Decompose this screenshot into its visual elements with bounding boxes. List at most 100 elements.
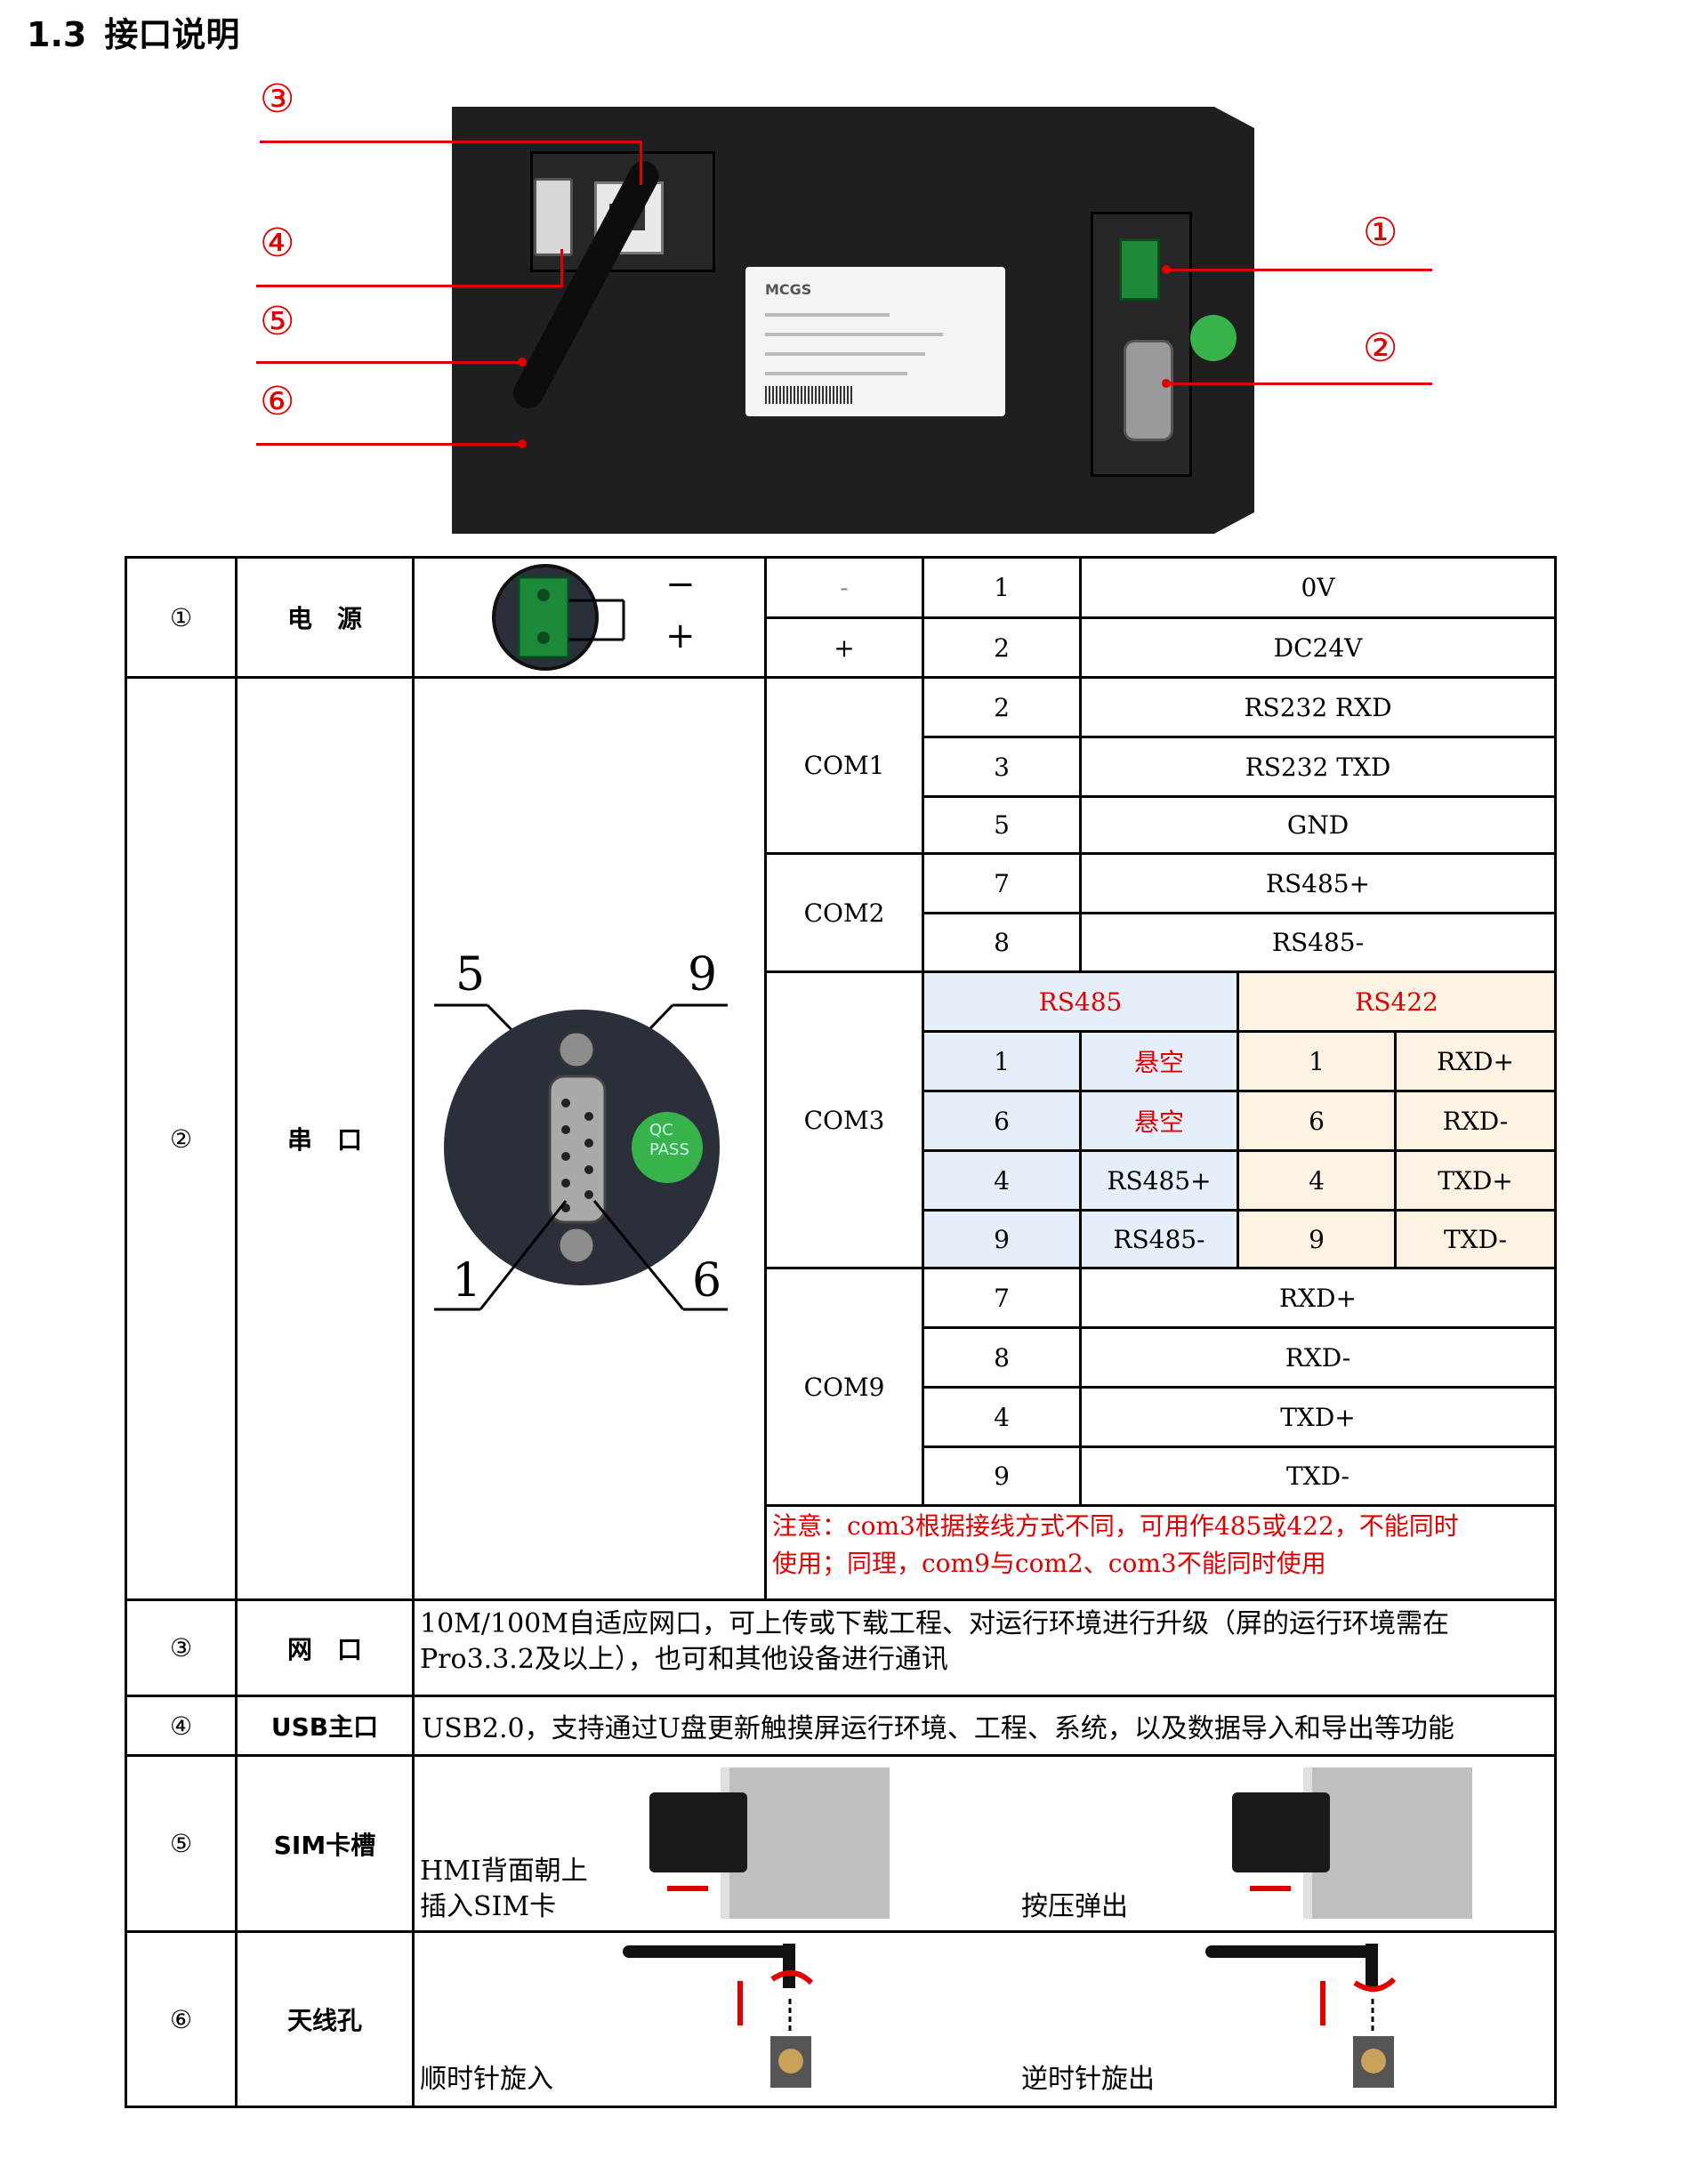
power-pin-1: 1 xyxy=(922,556,1082,619)
row-index-antenna: ⑥ xyxy=(125,1930,238,2108)
antenna-ccw-label: 逆时针旋出 xyxy=(1021,2064,1155,2095)
com1-pin: 2 xyxy=(922,676,1082,738)
row-name-power: 电 源 xyxy=(235,556,415,679)
com1-pin: 3 xyxy=(922,736,1082,798)
section-heading: 1.3 接口说明 xyxy=(27,7,239,56)
qc-pass-label: QC PASS xyxy=(649,1121,689,1159)
com3-422-pin: 6 xyxy=(1237,1090,1397,1152)
power-pin-2: 2 xyxy=(922,616,1082,679)
com9-pin: 8 xyxy=(922,1326,1082,1389)
com3-485-pin: 6 xyxy=(922,1090,1082,1152)
power-terminal-icon xyxy=(1119,238,1160,301)
callout-3: ③ xyxy=(260,76,295,122)
row-name-usb: USB主口 xyxy=(235,1695,415,1757)
db9-label-6: 6 xyxy=(692,1254,722,1308)
arrow-left-icon xyxy=(1250,1886,1291,1891)
usb-desc: USB2.0，支持通过U盘更新触摸屏运行环境、工程、系统，以及数据导入和导出等功… xyxy=(412,1695,1557,1757)
power-sign-1: - xyxy=(764,556,924,619)
db9-port-icon xyxy=(1124,340,1173,441)
power-func-2: DC24V xyxy=(1079,616,1557,679)
com9-pin: 4 xyxy=(922,1386,1082,1448)
antenna-screw-out-icon xyxy=(1205,1944,1397,2088)
antenna-desc-cell xyxy=(412,1930,1557,2108)
com2-pin: 7 xyxy=(922,852,1082,914)
com9-func: RXD+ xyxy=(1079,1267,1557,1329)
db9-label-5: 5 xyxy=(455,948,486,1002)
callout-2: ② xyxy=(1363,326,1398,371)
callout-4: ④ xyxy=(260,221,295,266)
sim-insert-line1: HMI背面朝上 xyxy=(420,1856,588,1887)
com9-func: TXD- xyxy=(1079,1445,1557,1507)
device-label: MCGS xyxy=(745,267,1005,416)
qc-pass-sticker xyxy=(1190,315,1237,361)
antenna-screw-in-icon xyxy=(623,1944,814,2088)
com3-name: COM3 xyxy=(764,970,924,1269)
interface-table: ① 电 源 − + - 1 0V + 2 DC24V ② 串 口 xyxy=(125,556,1557,2108)
com2-func: RS485+ xyxy=(1079,852,1557,914)
barcode-icon xyxy=(765,386,854,404)
row-name-antenna: 天线孔 xyxy=(235,1930,415,2108)
ethernet-desc-line1: 10M/100M自适应网口，可上传或下载工程、对运行环境进行升级（屏的运行环境需… xyxy=(420,1608,1449,1639)
section-number: 1.3 xyxy=(27,15,87,54)
row-index-ethernet: ③ xyxy=(125,1598,238,1697)
row-index-usb: ④ xyxy=(125,1695,238,1757)
com9-pin: 7 xyxy=(922,1267,1082,1329)
serial-note-line2: 使用；同理，com9与com2、com3不能同时使用 xyxy=(772,1549,1326,1578)
power-terminal-picture: − + xyxy=(412,556,767,679)
row-index-sim: ⑤ xyxy=(125,1754,238,1933)
power-func-1: 0V xyxy=(1079,556,1557,619)
callout-1: ① xyxy=(1363,210,1398,255)
sim-insert-line2: 插入SIM卡 xyxy=(420,1891,557,1922)
db9-label-1: 1 xyxy=(452,1254,482,1308)
com9-name: COM9 xyxy=(764,1267,924,1507)
ethernet-desc-line2: Pro3.3.2及以上），也可和其他设备进行通讯 xyxy=(420,1644,948,1675)
com2-func: RS485- xyxy=(1079,912,1557,973)
com3-485-func: RS485- xyxy=(1079,1209,1239,1269)
db9-connector-picture: 5 9 1 6 QC PASS xyxy=(434,948,737,1334)
terminal-plus-label: + xyxy=(665,616,696,656)
com3-485-pin: 4 xyxy=(922,1149,1082,1212)
row-index-serial: ② xyxy=(125,676,238,1601)
sim-card-icon xyxy=(1232,1792,1330,1872)
com9-pin: 9 xyxy=(922,1445,1082,1507)
com3-422-func: RXD+ xyxy=(1394,1030,1557,1092)
serial-note-line1: 注意：com3根据接线方式不同，可用作485或422，不能同时 xyxy=(772,1511,1459,1541)
com3-rs422-header: RS422 xyxy=(1237,970,1557,1033)
callout-6: ⑥ xyxy=(260,379,295,424)
row-name-serial: 串 口 xyxy=(235,676,415,1601)
com3-485-pin: 1 xyxy=(922,1030,1082,1092)
db9-label-9: 9 xyxy=(688,948,718,1002)
com3-422-pin: 9 xyxy=(1237,1209,1397,1269)
antenna-cw-label: 顺时针旋入 xyxy=(420,2064,553,2095)
com1-func: RS232 RXD xyxy=(1079,676,1557,738)
row-name-sim: SIM卡槽 xyxy=(235,1754,415,1933)
row-name-ethernet: 网 口 xyxy=(235,1598,415,1697)
sim-eject-picture xyxy=(1303,1767,1472,1919)
com1-func: GND xyxy=(1079,795,1557,855)
sim-card-icon xyxy=(649,1792,747,1872)
terminal-minus-label: − xyxy=(665,564,696,605)
section-title: 接口说明 xyxy=(104,15,240,54)
com3-485-func: 悬空 xyxy=(1079,1030,1239,1092)
com3-422-pin: 4 xyxy=(1237,1149,1397,1212)
com2-name: COM2 xyxy=(764,852,924,973)
device-back-diagram: MCGS ③ ④ ⑤ ⑥ ① ② xyxy=(249,76,1459,543)
hmi-back-panel: MCGS xyxy=(452,107,1254,534)
com3-422-func: RXD- xyxy=(1394,1090,1557,1152)
sim-eject-label: 按压弹出 xyxy=(1021,1891,1128,1922)
com9-func: RXD- xyxy=(1079,1326,1557,1389)
com2-pin: 8 xyxy=(922,912,1082,973)
row-index-power: ① xyxy=(125,556,238,679)
power-sign-2: + xyxy=(764,616,924,679)
power-connector-icon xyxy=(491,564,624,671)
com3-422-func: TXD+ xyxy=(1394,1149,1557,1212)
brand-label: MCGS xyxy=(765,281,812,298)
usb-port-icon xyxy=(534,178,573,256)
com3-485-pin: 9 xyxy=(922,1209,1082,1269)
com3-rs485-header: RS485 xyxy=(922,970,1239,1033)
callout-5: ⑤ xyxy=(260,299,295,344)
db9-connector-icon xyxy=(434,1003,728,1311)
com3-485-func: 悬空 xyxy=(1079,1090,1239,1152)
com1-pin: 5 xyxy=(922,795,1082,855)
arrow-right-icon xyxy=(667,1886,708,1891)
